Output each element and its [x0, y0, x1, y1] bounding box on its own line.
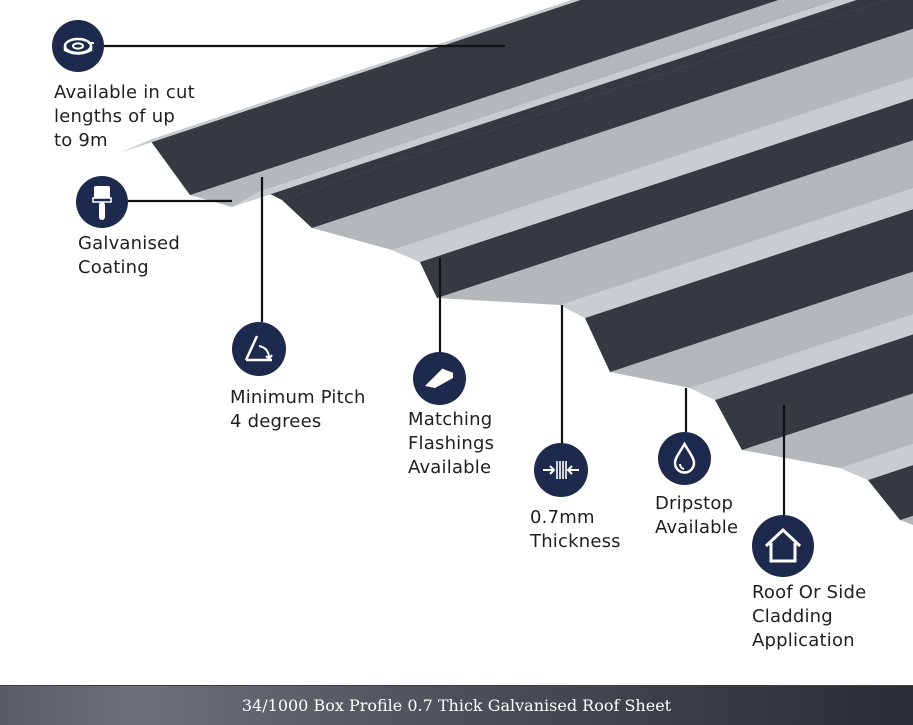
feature-flashings-text: Matching Flashings Available [408, 409, 495, 478]
droplet-icon [658, 432, 711, 485]
feature-cladding-text: Roof Or Side Cladding Application [752, 582, 867, 651]
pitch-angle-icon [232, 322, 286, 376]
house-icon [752, 515, 814, 577]
feature-thickness-text: 0.7mm Thickness [530, 507, 621, 552]
sheet-crest [840, 443, 913, 480]
sheet-crest [560, 188, 913, 318]
tape-measure-icon [52, 20, 104, 72]
paintbrush-icon [76, 176, 128, 228]
feature-galvanised-text: Galvanised Coating [78, 233, 180, 278]
sheet-web-fill [715, 334, 913, 450]
feature-cut-lengths-text: Available in cut lengths of up to 9m [54, 82, 195, 151]
sheet-web-fill [420, 98, 913, 298]
sheet-crest [122, 0, 581, 152]
sheet-crest [232, 0, 857, 207]
corrugated-sheet [122, 0, 913, 525]
sheet-web-fill [585, 209, 913, 372]
feature-dripstop-text: Dripstop Available [655, 493, 739, 538]
product-caption: 34/1000 Box Profile 0.7 Thick Galvanised… [241, 696, 672, 715]
leader-lines [104, 44, 786, 515]
sheet-web-fill [282, 0, 913, 228]
sheet-web-fill [868, 465, 913, 520]
feature-pitch-text: Minimum Pitch 4 degrees [230, 387, 366, 432]
caption-bar: 34/1000 Box Profile 0.7 Thick Galvanised… [0, 685, 913, 725]
sheet-crest [690, 314, 913, 400]
flashing-icon [413, 352, 466, 405]
roof-sheet-illustration [104, 0, 913, 525]
sheet-web-fill [150, 0, 779, 195]
product-infographic: Available in cut lengths of up to 9m Gal… [52, 0, 913, 651]
sheet-web-fill [262, 0, 886, 200]
thickness-icon [534, 443, 588, 497]
sheet-crest [392, 77, 913, 262]
